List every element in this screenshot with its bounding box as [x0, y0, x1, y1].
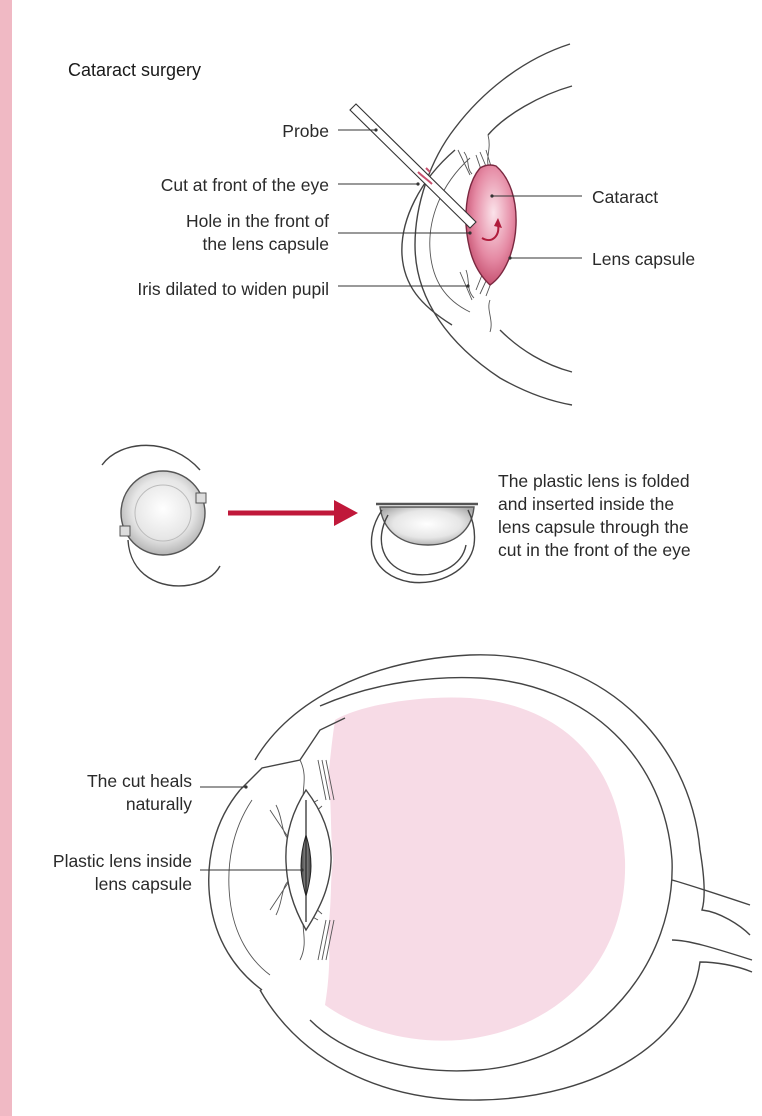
- optic-nerve-lower: [671, 939, 753, 961]
- label-cut-front: Cut at front of the eye: [161, 175, 329, 195]
- caption-line-4: cut in the front of the eye: [498, 540, 691, 560]
- bottom-eye-ciliary-lower: [269, 877, 323, 961]
- top-eye-illustration: [349, 43, 573, 406]
- diagram-title: Cataract surgery: [68, 60, 201, 80]
- bottom-eye-illustration: [208, 654, 753, 1101]
- label-iris: Iris dilated to widen pupil: [137, 279, 329, 299]
- intraocular-lens-unfolded: [101, 444, 221, 587]
- top-eye-zonules: [475, 149, 497, 297]
- incision-blood-marks: [417, 167, 433, 185]
- bottom-eye-inner-wall: [309, 676, 673, 1072]
- optic-nerve-upper: [671, 879, 751, 906]
- caption-line-1: The plastic lens is folded: [498, 471, 690, 491]
- top-eye-outer-wall: [414, 43, 573, 406]
- iol-haptic-joint-lower: [119, 525, 131, 537]
- caption-line-3: lens capsule through the: [498, 517, 689, 537]
- label-cataract: Cataract: [592, 187, 658, 207]
- bottom-eye-ciliary-upper: [269, 759, 323, 843]
- folded-iol-optic: [379, 506, 475, 546]
- label-plastic-lens-line1: Plastic lens inside: [53, 851, 192, 871]
- rotation-arrowhead-icon: [494, 218, 502, 228]
- iol-haptic-lower: [127, 539, 221, 587]
- top-eye-inner-wall-upper: [487, 85, 573, 136]
- top-eye-anterior-chamber: [429, 157, 471, 313]
- bottom-eye-anterior-chamber: [228, 799, 271, 976]
- folded-iol-haptic-inner: [380, 514, 467, 576]
- bottom-eye-outer-wall-upper: [254, 654, 751, 936]
- label-hole-line1: Hole in the front of: [186, 211, 329, 231]
- top-eye-inner-wall-lower: [499, 329, 573, 373]
- bottom-eye-cornea: [208, 789, 263, 991]
- top-leader-lines: [338, 128, 582, 288]
- iol-haptic-joint-upper: [195, 492, 207, 504]
- label-cut-heals-line1: The cut heals: [87, 771, 192, 791]
- page-edge-strip: [0, 0, 12, 1116]
- iol-optic-inner-ring: [134, 484, 192, 542]
- label-hole-line2: the lens capsule: [203, 234, 329, 254]
- label-lens-capsule: Lens capsule: [592, 249, 695, 269]
- surgical-probe: [349, 103, 477, 229]
- label-probe: Probe: [282, 121, 329, 141]
- label-plastic-lens-line2: lens capsule: [95, 874, 192, 894]
- bottom-eye-zonules: [317, 759, 335, 961]
- caption-line-2: and inserted inside the: [498, 494, 674, 514]
- bottom-leader-lines: [200, 785, 304, 872]
- folded-iol-haptic-outer: [370, 509, 476, 584]
- iol-haptic-upper: [101, 444, 201, 471]
- iol-optic: [120, 470, 206, 556]
- bottom-eye-outer-wall-lower: [259, 961, 753, 1101]
- insertion-arrow-icon: [228, 500, 358, 526]
- label-cut-heals-line2: naturally: [126, 794, 192, 814]
- vitreous-body: [325, 697, 626, 1041]
- intraocular-lens-folded: [370, 502, 478, 584]
